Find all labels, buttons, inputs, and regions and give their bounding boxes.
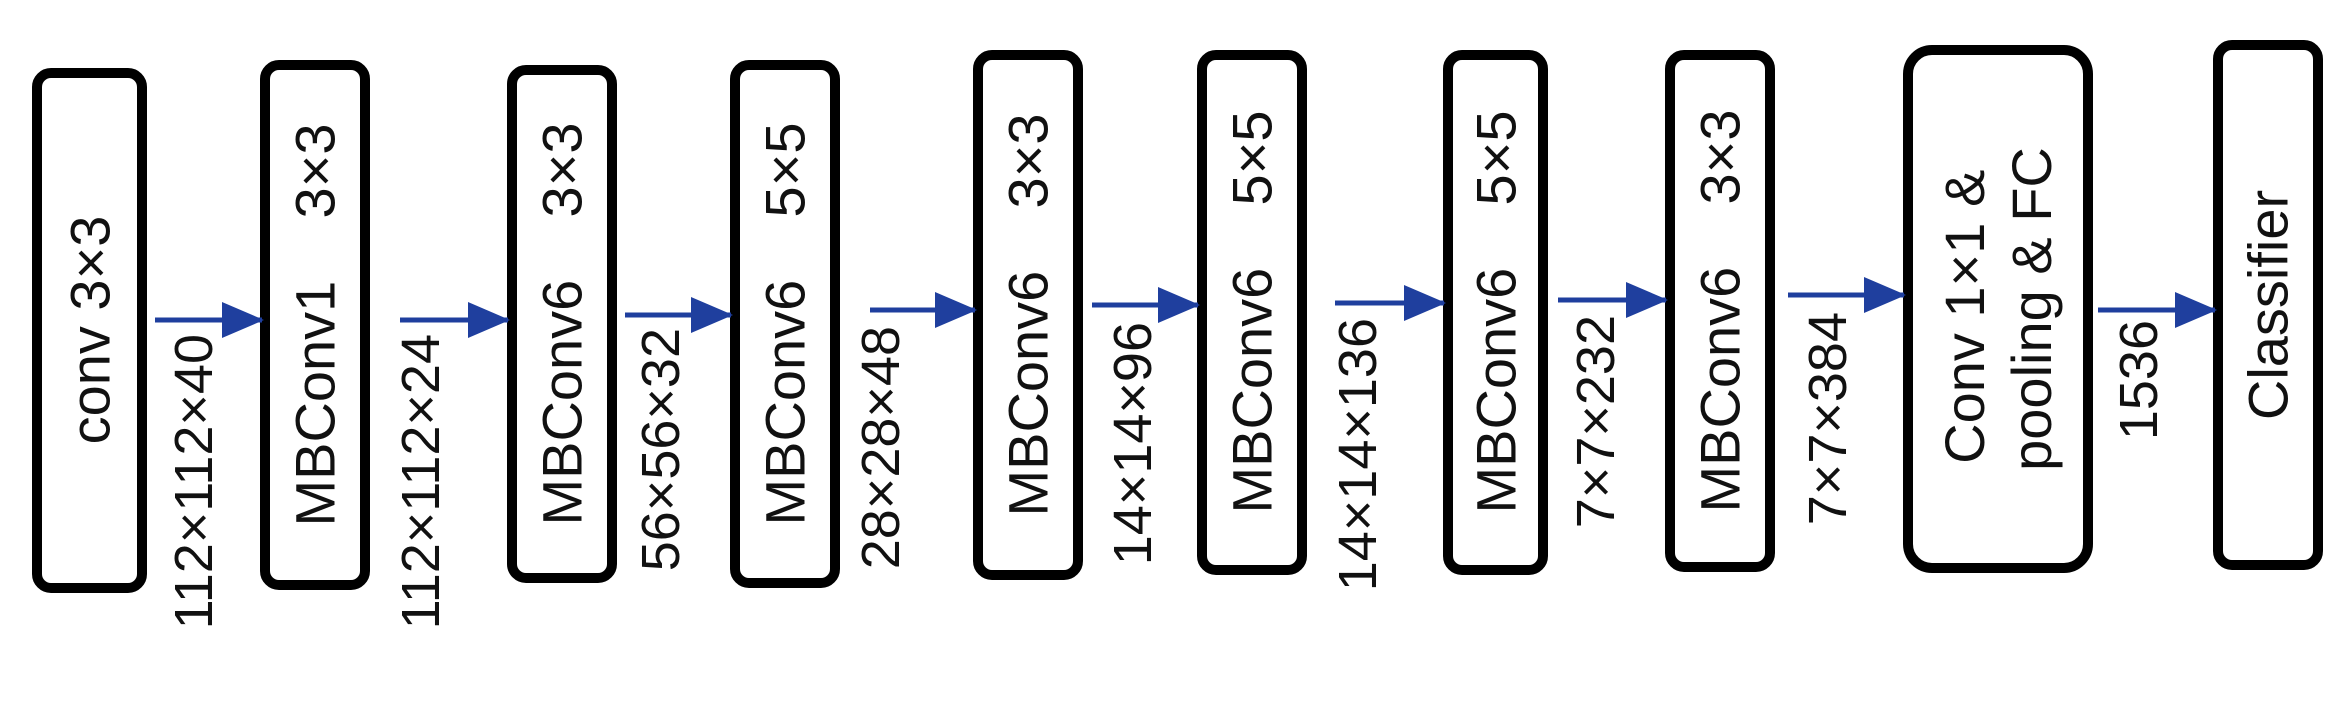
dimension-label: 112×112×40 bbox=[164, 334, 224, 629]
dimension-label: 7×7×384 bbox=[1798, 312, 1858, 525]
dimension-label: 7×7×232 bbox=[1566, 315, 1626, 528]
block-label: MBConv6 3×3 bbox=[997, 113, 1060, 516]
block-label: Classifier bbox=[2237, 190, 2300, 420]
block-mbconv6-5x5-b: MBConv6 5×5 bbox=[1197, 50, 1307, 575]
block-label: MBConv6 3×3 bbox=[1689, 109, 1752, 512]
block-mbconv6-5x5-c: MBConv6 5×5 bbox=[1443, 50, 1548, 575]
block-mbconv6-3x3-a: MBConv6 3×3 bbox=[507, 65, 617, 583]
block-label: MBConv6 5×5 bbox=[1465, 110, 1528, 513]
block-label: Conv 1×1 & pooling & FC bbox=[1933, 147, 2063, 471]
block-label: MBConv6 3×3 bbox=[531, 122, 594, 525]
block-mbconv6-3x3-c: MBConv6 3×3 bbox=[1665, 50, 1775, 572]
dimension-label: 1536 bbox=[2109, 320, 2169, 440]
block-conv1x1-pooling-fc: Conv 1×1 & pooling & FC bbox=[1903, 45, 2093, 573]
block-label: MBConv6 5×5 bbox=[754, 122, 817, 525]
dimension-label: 112×112×24 bbox=[391, 334, 451, 629]
block-classifier: Classifier bbox=[2213, 40, 2323, 570]
dimension-label: 14×14×136 bbox=[1328, 318, 1388, 591]
block-mbconv6-3x3-b: MBConv6 3×3 bbox=[973, 50, 1083, 580]
dimension-label: 14×14×96 bbox=[1103, 322, 1163, 565]
block-label: conv 3×3 bbox=[59, 216, 122, 445]
block-label: MBConv1 3×3 bbox=[284, 123, 347, 526]
block-label: MBConv6 5×5 bbox=[1221, 110, 1284, 513]
block-mbconv1-3x3: MBConv1 3×3 bbox=[260, 60, 370, 590]
dimension-label: 56×56×32 bbox=[631, 328, 691, 571]
block-conv3x3: conv 3×3 bbox=[32, 68, 147, 593]
block-mbconv6-5x5-a: MBConv6 5×5 bbox=[730, 60, 840, 588]
dimension-label: 28×28×48 bbox=[851, 326, 911, 569]
